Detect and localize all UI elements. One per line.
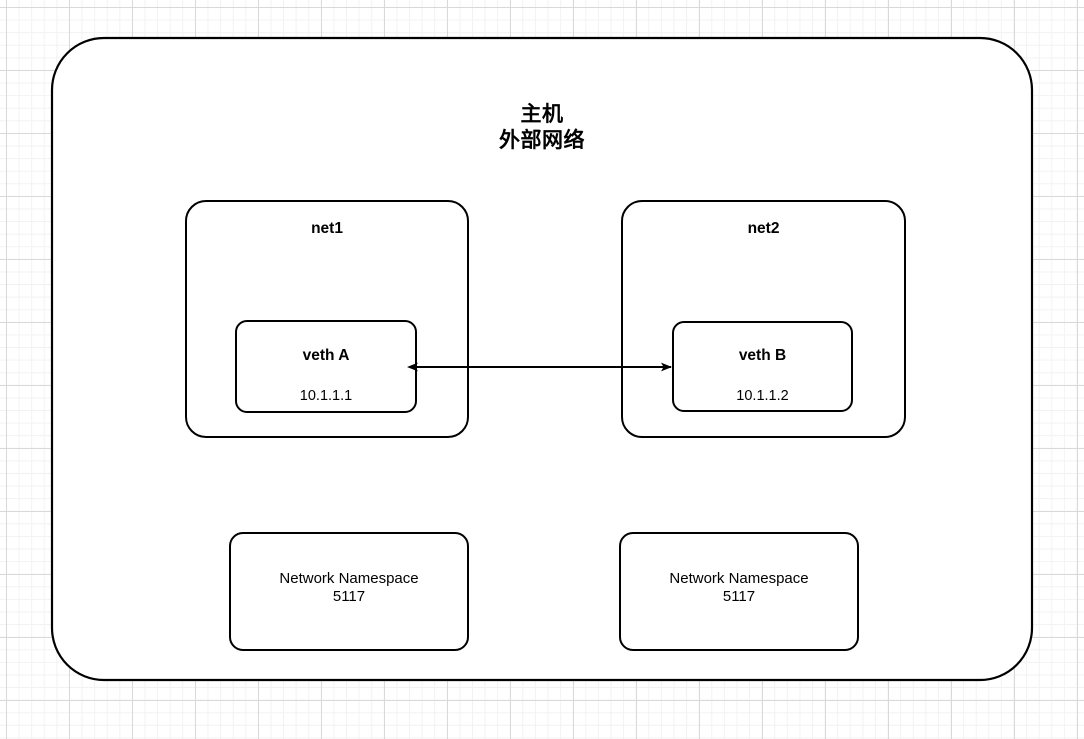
veth-a-box — [235, 320, 417, 413]
namespace-box-right — [619, 532, 859, 651]
namespace-box-left — [229, 532, 469, 651]
veth-b-box — [672, 321, 853, 412]
host-container-box — [50, 36, 1034, 682]
